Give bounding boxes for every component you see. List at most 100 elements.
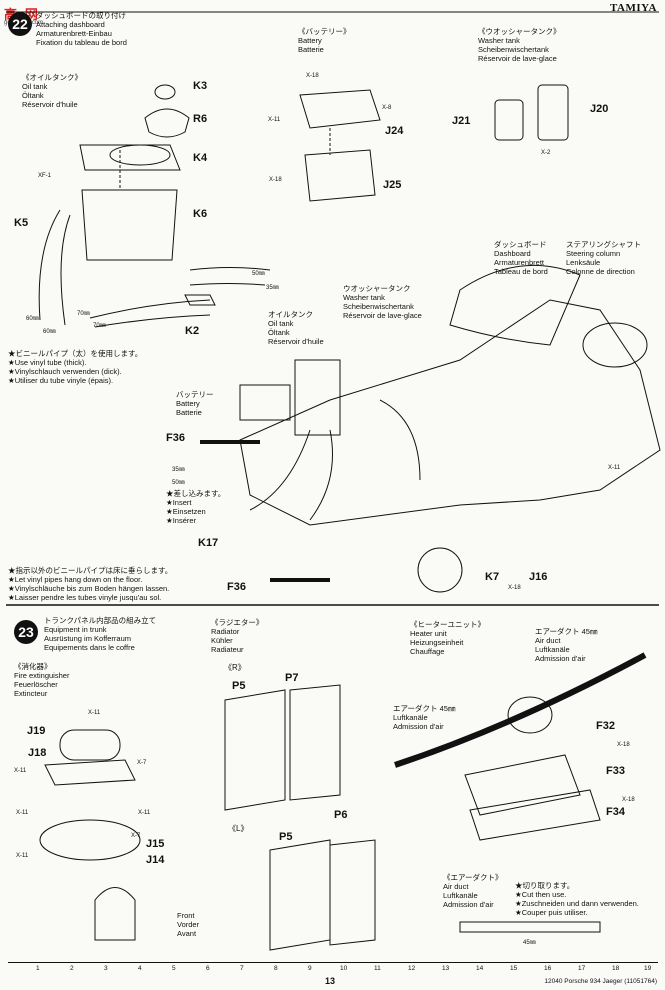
screw-x8: X-8 — [382, 105, 392, 111]
step-23-title: トランクパネル内部品の組み立て Equipment in trunk Ausrü… — [44, 616, 157, 652]
part-j15: J15 — [146, 838, 165, 850]
battery-callout: バッテリー Battery Batterie — [176, 390, 214, 417]
screw-23-x11-e: X-11 — [16, 810, 29, 816]
screw-23-x18-a: X-18 — [617, 742, 630, 748]
length-50a: 50㎜ — [252, 271, 265, 277]
screw-x2: X-2 — [541, 150, 551, 156]
washer-heading: 《ウオッシャータンク》 Washer tank Scheibenwischert… — [478, 27, 561, 63]
page-number: 13 — [325, 976, 336, 986]
wheel-drawing — [417, 547, 463, 593]
part-k7: K7 — [485, 571, 500, 583]
air-duct-callout-b: エアーダクト 45㎜ Luftkanäle Admission d'air — [393, 704, 456, 731]
air-duct-strip-drawing — [459, 921, 601, 933]
radiator-l-drawing — [269, 839, 331, 951]
screw-x18-c: X-18 — [508, 585, 521, 591]
dashboard-drawing — [449, 264, 581, 346]
oil-tank-heading: 《オイルタンク》 Oil tank Öltank Réservoir d'hui… — [22, 73, 82, 109]
part-j24: J24 — [385, 125, 404, 137]
side-r-label: 《R》 — [224, 663, 246, 672]
dashboard-callout: ダッシュボード Dashboard Armaturenbrett Tableau… — [494, 240, 548, 276]
vinyl-tube-note: ★ビニールパイプ（太）を使用します。 ★Use vinyl tube (thic… — [8, 349, 143, 385]
chassis-drawing — [239, 299, 661, 526]
radiator-r-drawing — [224, 689, 286, 811]
part-j21: J21 — [452, 115, 471, 127]
part-j14: J14 — [146, 854, 165, 866]
part-j18: J18 — [28, 747, 47, 759]
air-duct-callout-a: エアーダクト 45㎜ Air duct Luftkanäle Admission… — [535, 627, 598, 663]
part-j20: J20 — [590, 103, 609, 115]
part-k6: K6 — [193, 208, 208, 220]
length-35b: 35㎜ — [172, 467, 185, 473]
oil-filler-drawing — [109, 144, 171, 166]
washer-bottle-drawing — [494, 99, 524, 141]
steering-callout: ステアリングシャフト Steering column Lenksäule Col… — [566, 240, 641, 276]
part-f32: F32 — [596, 720, 615, 732]
part-k5: K5 — [14, 217, 29, 229]
part-k17: K17 — [198, 537, 219, 549]
length-60b: 60㎜ — [43, 329, 56, 335]
part-p5-l: P5 — [279, 831, 293, 843]
part-f36-bottom: F36 — [227, 581, 246, 593]
part-j16: J16 — [529, 571, 548, 583]
part-p6: P6 — [334, 809, 348, 821]
oil-lid-drawing — [144, 108, 190, 138]
part-p7: P7 — [285, 672, 299, 684]
screw-23-x11-a: X-11 — [88, 710, 101, 716]
insert-note: ★差し込みます。 ★Insert ★Einsetzen ★Insérer — [166, 489, 226, 525]
heater-duct-drawing — [394, 652, 647, 768]
screw-23-x7-a: X-7 — [137, 760, 147, 766]
oil-cap-drawing — [154, 84, 176, 100]
length-50b: 50㎜ — [172, 480, 185, 486]
heater-unit-drawing — [507, 696, 553, 734]
part-j19: J19 — [27, 725, 46, 737]
part-f36-top: F36 — [166, 432, 185, 444]
step-23-badge: 23 — [14, 620, 38, 644]
screw-23-x11-c: X-11 — [138, 810, 151, 816]
fire-heading: 《消化器》 Fire extinguisher Feuerlöscher Ext… — [14, 662, 70, 698]
fire-extinguisher-drawing — [59, 729, 121, 761]
j14-bracket-drawing — [94, 887, 136, 941]
part-f33: F33 — [606, 765, 625, 777]
front-label: Front Vorder Avant — [177, 911, 200, 938]
hang-note: ★指示以外のビニールパイプは床に垂らします。 ★Let vinyl pipes … — [8, 566, 173, 602]
screw-23-x11-b: X-11 — [14, 768, 27, 774]
washer-callout: ウオッシャータンク Washer tank Scheibenwischertan… — [343, 284, 422, 320]
part-f34: F34 — [606, 806, 625, 818]
length-70b: 70㎜ — [93, 323, 106, 329]
battery-heading: 《バッテリー》 Battery Batterie — [298, 27, 351, 54]
part-k2: K2 — [185, 325, 200, 337]
screw-x18-a: X-18 — [306, 73, 319, 79]
screw-23-x7-b: X-7 — [131, 833, 141, 839]
oiltank-callout: オイルタンク Oil tank Öltank Réservoir d'huile — [268, 310, 324, 346]
oiltank-in-car-drawing — [294, 359, 341, 436]
length-35a: 35㎜ — [266, 285, 279, 291]
battery-tray-drawing — [304, 149, 376, 202]
cut-note: ★切り取ります。 ★Cut then use. ★Zuschneiden und… — [515, 881, 639, 917]
screw-x11-a: X-11 — [268, 117, 281, 123]
part-j25: J25 — [383, 179, 402, 191]
brand-logo: TAMIYA — [609, 2, 657, 14]
duct-length-label: 45㎜ — [523, 940, 536, 946]
step-22-badge: 22 — [8, 12, 32, 36]
scale-ruler: 1 2 3 4 5 6 7 8 9 10 11 12 13 14 15 16 1… — [8, 962, 658, 975]
battery-in-car-drawing — [239, 384, 291, 421]
part-k3: K3 — [193, 80, 208, 92]
step-22-title: ダッシュボードの取り付け Attaching dashboard Armatur… — [36, 11, 127, 47]
steering-wheel-drawing — [582, 322, 648, 368]
part-p5-r: P5 — [232, 680, 246, 692]
radiator-heading: 《ラジエター》 Radiator Kühler Radiateur — [211, 618, 264, 654]
battery-drawing — [299, 89, 381, 129]
side-l-label: 《L》 — [228, 824, 249, 833]
screw-x18-b: X-18 — [269, 177, 282, 183]
screw-23-x11-d: X-11 — [16, 853, 29, 859]
screw-xf1: XF-1 — [38, 173, 52, 179]
length-70a: 70㎜ — [77, 311, 90, 317]
oil-tank-body-drawing — [81, 189, 178, 261]
washer-bracket-drawing — [537, 84, 569, 141]
air-duct-heading: 《エアーダクト》 Air duct Luftkanäle Admission d… — [443, 873, 503, 909]
screw-23-x18-b: X-18 — [622, 797, 635, 803]
screw-x11-b: X-11 — [608, 465, 621, 471]
part-k4: K4 — [193, 152, 208, 164]
k2-fitting-drawing — [184, 294, 216, 306]
